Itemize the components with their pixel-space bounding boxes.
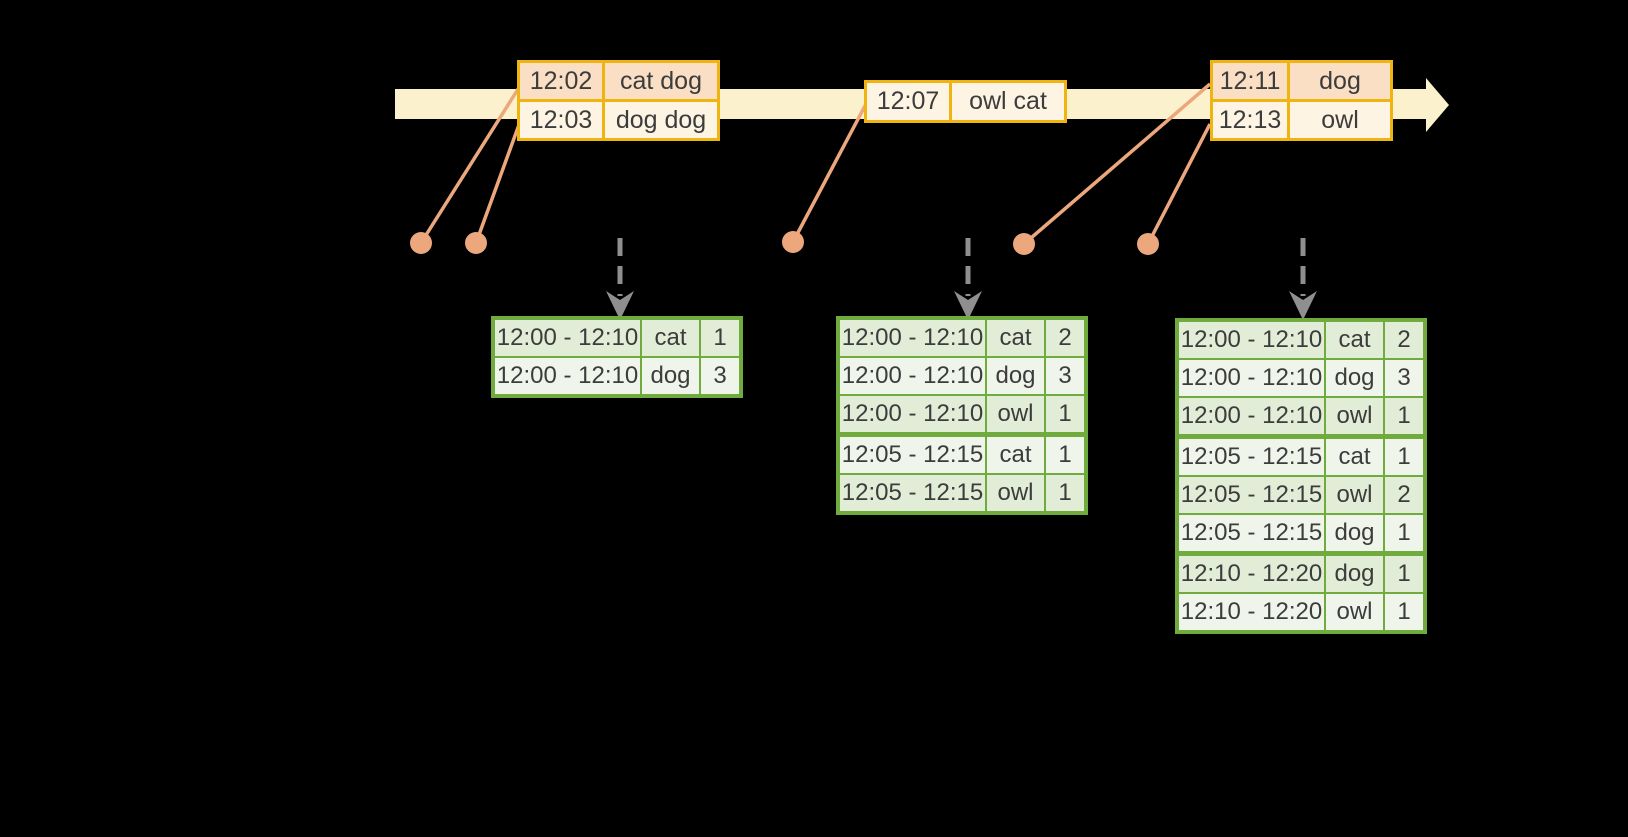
table-row: 12:11 dog <box>1213 63 1390 99</box>
count-cell: 1 <box>1046 475 1084 511</box>
event-connector-line <box>419 85 522 244</box>
table-row: 12:00 - 12:10 cat 2 <box>1179 322 1423 358</box>
event-marker-dot <box>1013 233 1035 255</box>
table-row: 12:00 - 12:10 cat 1 <box>495 320 739 356</box>
table-row: 12:00 - 12:10 dog 3 <box>840 358 1084 394</box>
word-cell: cat <box>987 320 1044 356</box>
table-row: 12:05 - 12:15 owl 2 <box>1179 477 1423 513</box>
window-cell: 12:00 - 12:10 <box>495 358 640 394</box>
event-time-cell: 12:11 <box>1213 63 1287 99</box>
count-cell: 2 <box>1385 322 1423 358</box>
table-row: 12:00 - 12:10 owl 1 <box>840 396 1084 432</box>
count-cell: 1 <box>1385 515 1423 551</box>
table-row: 12:05 - 12:15 cat 1 <box>840 437 1084 473</box>
table-row: 12:00 - 12:10 cat 2 <box>840 320 1084 356</box>
table-row: 12:10 - 12:20 dog 1 <box>1179 556 1423 592</box>
window-cell: 12:00 - 12:10 <box>1179 322 1324 358</box>
count-cell: 3 <box>1385 360 1423 396</box>
table-row: 12:05 - 12:15 cat 1 <box>1179 439 1423 475</box>
table-row: 12:00 - 12:10 dog 3 <box>495 358 739 394</box>
count-cell: 1 <box>1385 594 1423 630</box>
event-marker-dot <box>1137 233 1159 255</box>
word-cell: owl <box>987 396 1044 432</box>
count-cell: 1 <box>1046 437 1084 473</box>
table-row: 12:00 - 12:10 dog 3 <box>1179 360 1423 396</box>
window-cell: 12:00 - 12:10 <box>840 396 985 432</box>
window-cell: 12:05 - 12:15 <box>840 437 985 473</box>
event-table-2: 12:07 owl cat <box>864 80 1067 123</box>
table-row: 12:13 owl <box>1213 102 1390 138</box>
count-cell: 1 <box>701 320 739 356</box>
event-words-cell: owl cat <box>952 83 1064 120</box>
window-cell: 12:00 - 12:10 <box>840 358 985 394</box>
word-cell: owl <box>1326 594 1383 630</box>
count-cell: 1 <box>1046 396 1084 432</box>
result-table-1: 12:00 - 12:10 cat 1 12:00 - 12:10 dog 3 <box>491 316 743 398</box>
word-cell: dog <box>642 358 699 394</box>
trigger-arrowhead-icon <box>1289 291 1317 320</box>
word-cell: dog <box>1326 360 1383 396</box>
trigger-arrowhead-icon <box>606 291 634 320</box>
word-cell: owl <box>1326 398 1383 434</box>
event-connector-line <box>1146 123 1212 245</box>
table-row: 12:05 - 12:15 dog 1 <box>1179 515 1423 551</box>
table-row: 12:03 dog dog <box>520 102 717 138</box>
word-cell: dog <box>1326 515 1383 551</box>
word-cell: cat <box>1326 322 1383 358</box>
event-time-cell: 12:03 <box>520 102 602 138</box>
event-time-cell: 12:13 <box>1213 102 1287 138</box>
table-row: 12:00 - 12:10 owl 1 <box>1179 398 1423 434</box>
count-cell: 1 <box>1385 556 1423 592</box>
count-cell: 3 <box>701 358 739 394</box>
event-table-1: 12:02 cat dog 12:03 dog dog <box>517 60 720 141</box>
event-words-cell: cat dog <box>605 63 717 99</box>
count-cell: 1 <box>1385 439 1423 475</box>
event-marker-dot <box>465 232 487 254</box>
event-time-cell: 12:02 <box>520 63 602 99</box>
event-marker-dot <box>410 232 432 254</box>
table-row: 12:10 - 12:20 owl 1 <box>1179 594 1423 630</box>
count-cell: 2 <box>1046 320 1084 356</box>
event-words-cell: owl <box>1290 102 1390 138</box>
count-cell: 2 <box>1385 477 1423 513</box>
table-row: 12:02 cat dog <box>520 63 717 99</box>
count-cell: 1 <box>1385 398 1423 434</box>
event-time-cell: 12:07 <box>867 83 949 120</box>
word-cell: dog <box>987 358 1044 394</box>
event-connector-lines <box>419 82 1212 246</box>
word-cell: owl <box>987 475 1044 511</box>
window-cell: 12:05 - 12:15 <box>1179 439 1324 475</box>
table-row: 12:05 - 12:15 owl 1 <box>840 475 1084 511</box>
word-cell: cat <box>987 437 1044 473</box>
event-marker-dots <box>410 231 1159 255</box>
table-row: 12:07 owl cat <box>867 83 1064 120</box>
event-words-cell: dog dog <box>605 102 717 138</box>
result-table-3: 12:00 - 12:10 cat 2 12:00 - 12:10 dog 3 … <box>1175 318 1427 634</box>
result-table-2: 12:00 - 12:10 cat 2 12:00 - 12:10 dog 3 … <box>836 316 1088 515</box>
window-cell: 12:00 - 12:10 <box>495 320 640 356</box>
window-cell: 12:05 - 12:15 <box>840 475 985 511</box>
event-table-3: 12:11 dog 12:13 owl <box>1210 60 1393 141</box>
window-cell: 12:00 - 12:10 <box>1179 360 1324 396</box>
timeline-arrowhead-icon <box>1426 78 1449 132</box>
count-cell: 3 <box>1046 358 1084 394</box>
event-words-cell: dog <box>1290 63 1390 99</box>
event-connector-line <box>1022 82 1212 246</box>
window-cell: 12:10 - 12:20 <box>1179 556 1324 592</box>
window-cell: 12:05 - 12:15 <box>1179 515 1324 551</box>
window-cell: 12:00 - 12:10 <box>840 320 985 356</box>
event-marker-dot <box>782 231 804 253</box>
word-cell: cat <box>642 320 699 356</box>
word-cell: dog <box>1326 556 1383 592</box>
window-cell: 12:10 - 12:20 <box>1179 594 1324 630</box>
word-cell: owl <box>1326 477 1383 513</box>
event-connector-line <box>791 103 868 243</box>
event-connector-line <box>474 121 522 244</box>
window-cell: 12:05 - 12:15 <box>1179 477 1324 513</box>
trigger-arrowhead-icon <box>954 291 982 320</box>
trigger-down-arrows <box>606 238 1317 320</box>
word-cell: cat <box>1326 439 1383 475</box>
window-cell: 12:00 - 12:10 <box>1179 398 1324 434</box>
